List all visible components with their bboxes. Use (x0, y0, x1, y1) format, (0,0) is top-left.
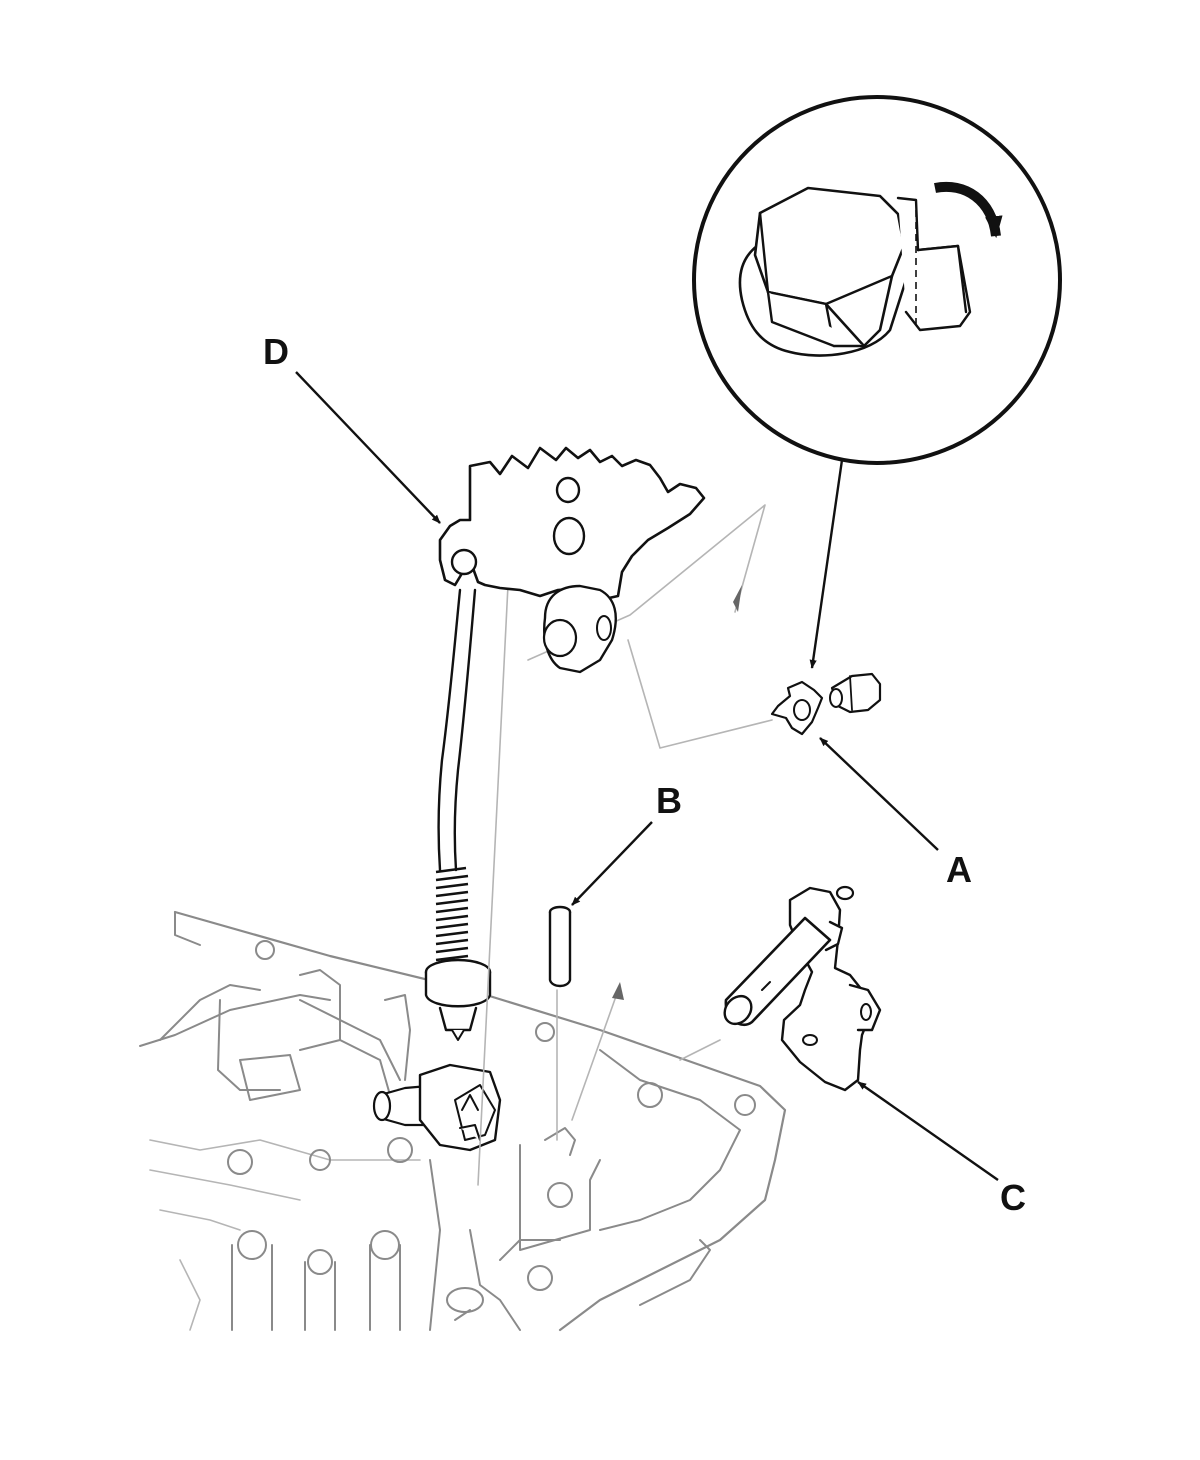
curved-arrow-clockwise-icon (934, 181, 1003, 239)
leader-a (819, 737, 939, 851)
callout-d: D (263, 331, 289, 372)
callout-a: A (946, 849, 972, 890)
magnified-circle-bolt-lock-tab-icon (738, 186, 972, 357)
lock-washer-and-bolt (770, 672, 882, 736)
callout-c: C (1000, 1177, 1026, 1218)
shift-lever (438, 446, 706, 674)
detail-view (692, 95, 1062, 465)
shift-rod-spring (424, 588, 492, 1041)
transmission-housing (139, 910, 787, 1332)
leader-c (857, 1081, 999, 1181)
shift-arm (723, 885, 882, 1092)
callout-b: B (656, 780, 682, 821)
detail-view-arrow (809, 459, 844, 669)
spring-pin (548, 905, 572, 1141)
leader-lines (295, 371, 999, 1181)
leader-d (295, 371, 441, 524)
leader-b (571, 821, 653, 906)
connector-block (299, 999, 502, 1152)
